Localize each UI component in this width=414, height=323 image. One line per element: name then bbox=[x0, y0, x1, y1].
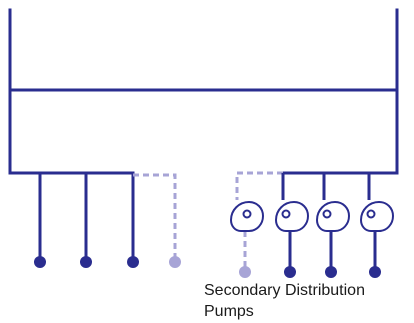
left-drop-3-node bbox=[127, 256, 139, 268]
right-active-drops bbox=[281, 173, 371, 200]
right-drop-1-node bbox=[284, 266, 296, 278]
left-standby-branch bbox=[133, 173, 181, 268]
pump-icon bbox=[315, 200, 351, 232]
left-drop-2-node bbox=[80, 256, 92, 268]
right-lower-drops bbox=[284, 231, 381, 278]
left-standby-line bbox=[133, 173, 177, 262]
left-drop-1-node bbox=[34, 256, 46, 268]
right-standby-line bbox=[235, 171, 283, 200]
left-standby-node bbox=[169, 256, 181, 268]
right-standby-node bbox=[239, 266, 251, 278]
pumps-caption: Secondary Distribution Pumps bbox=[204, 282, 365, 320]
right-standby-branch bbox=[235, 171, 283, 278]
pump-icon bbox=[359, 200, 395, 232]
header-structure bbox=[8, 8, 399, 175]
right-drop-3-node bbox=[369, 266, 381, 278]
pump-symbols bbox=[229, 200, 395, 232]
pump-icon bbox=[274, 200, 310, 232]
pump-icon bbox=[229, 200, 265, 232]
right-drop-2-node bbox=[325, 266, 337, 278]
left-active-drops bbox=[34, 173, 139, 268]
